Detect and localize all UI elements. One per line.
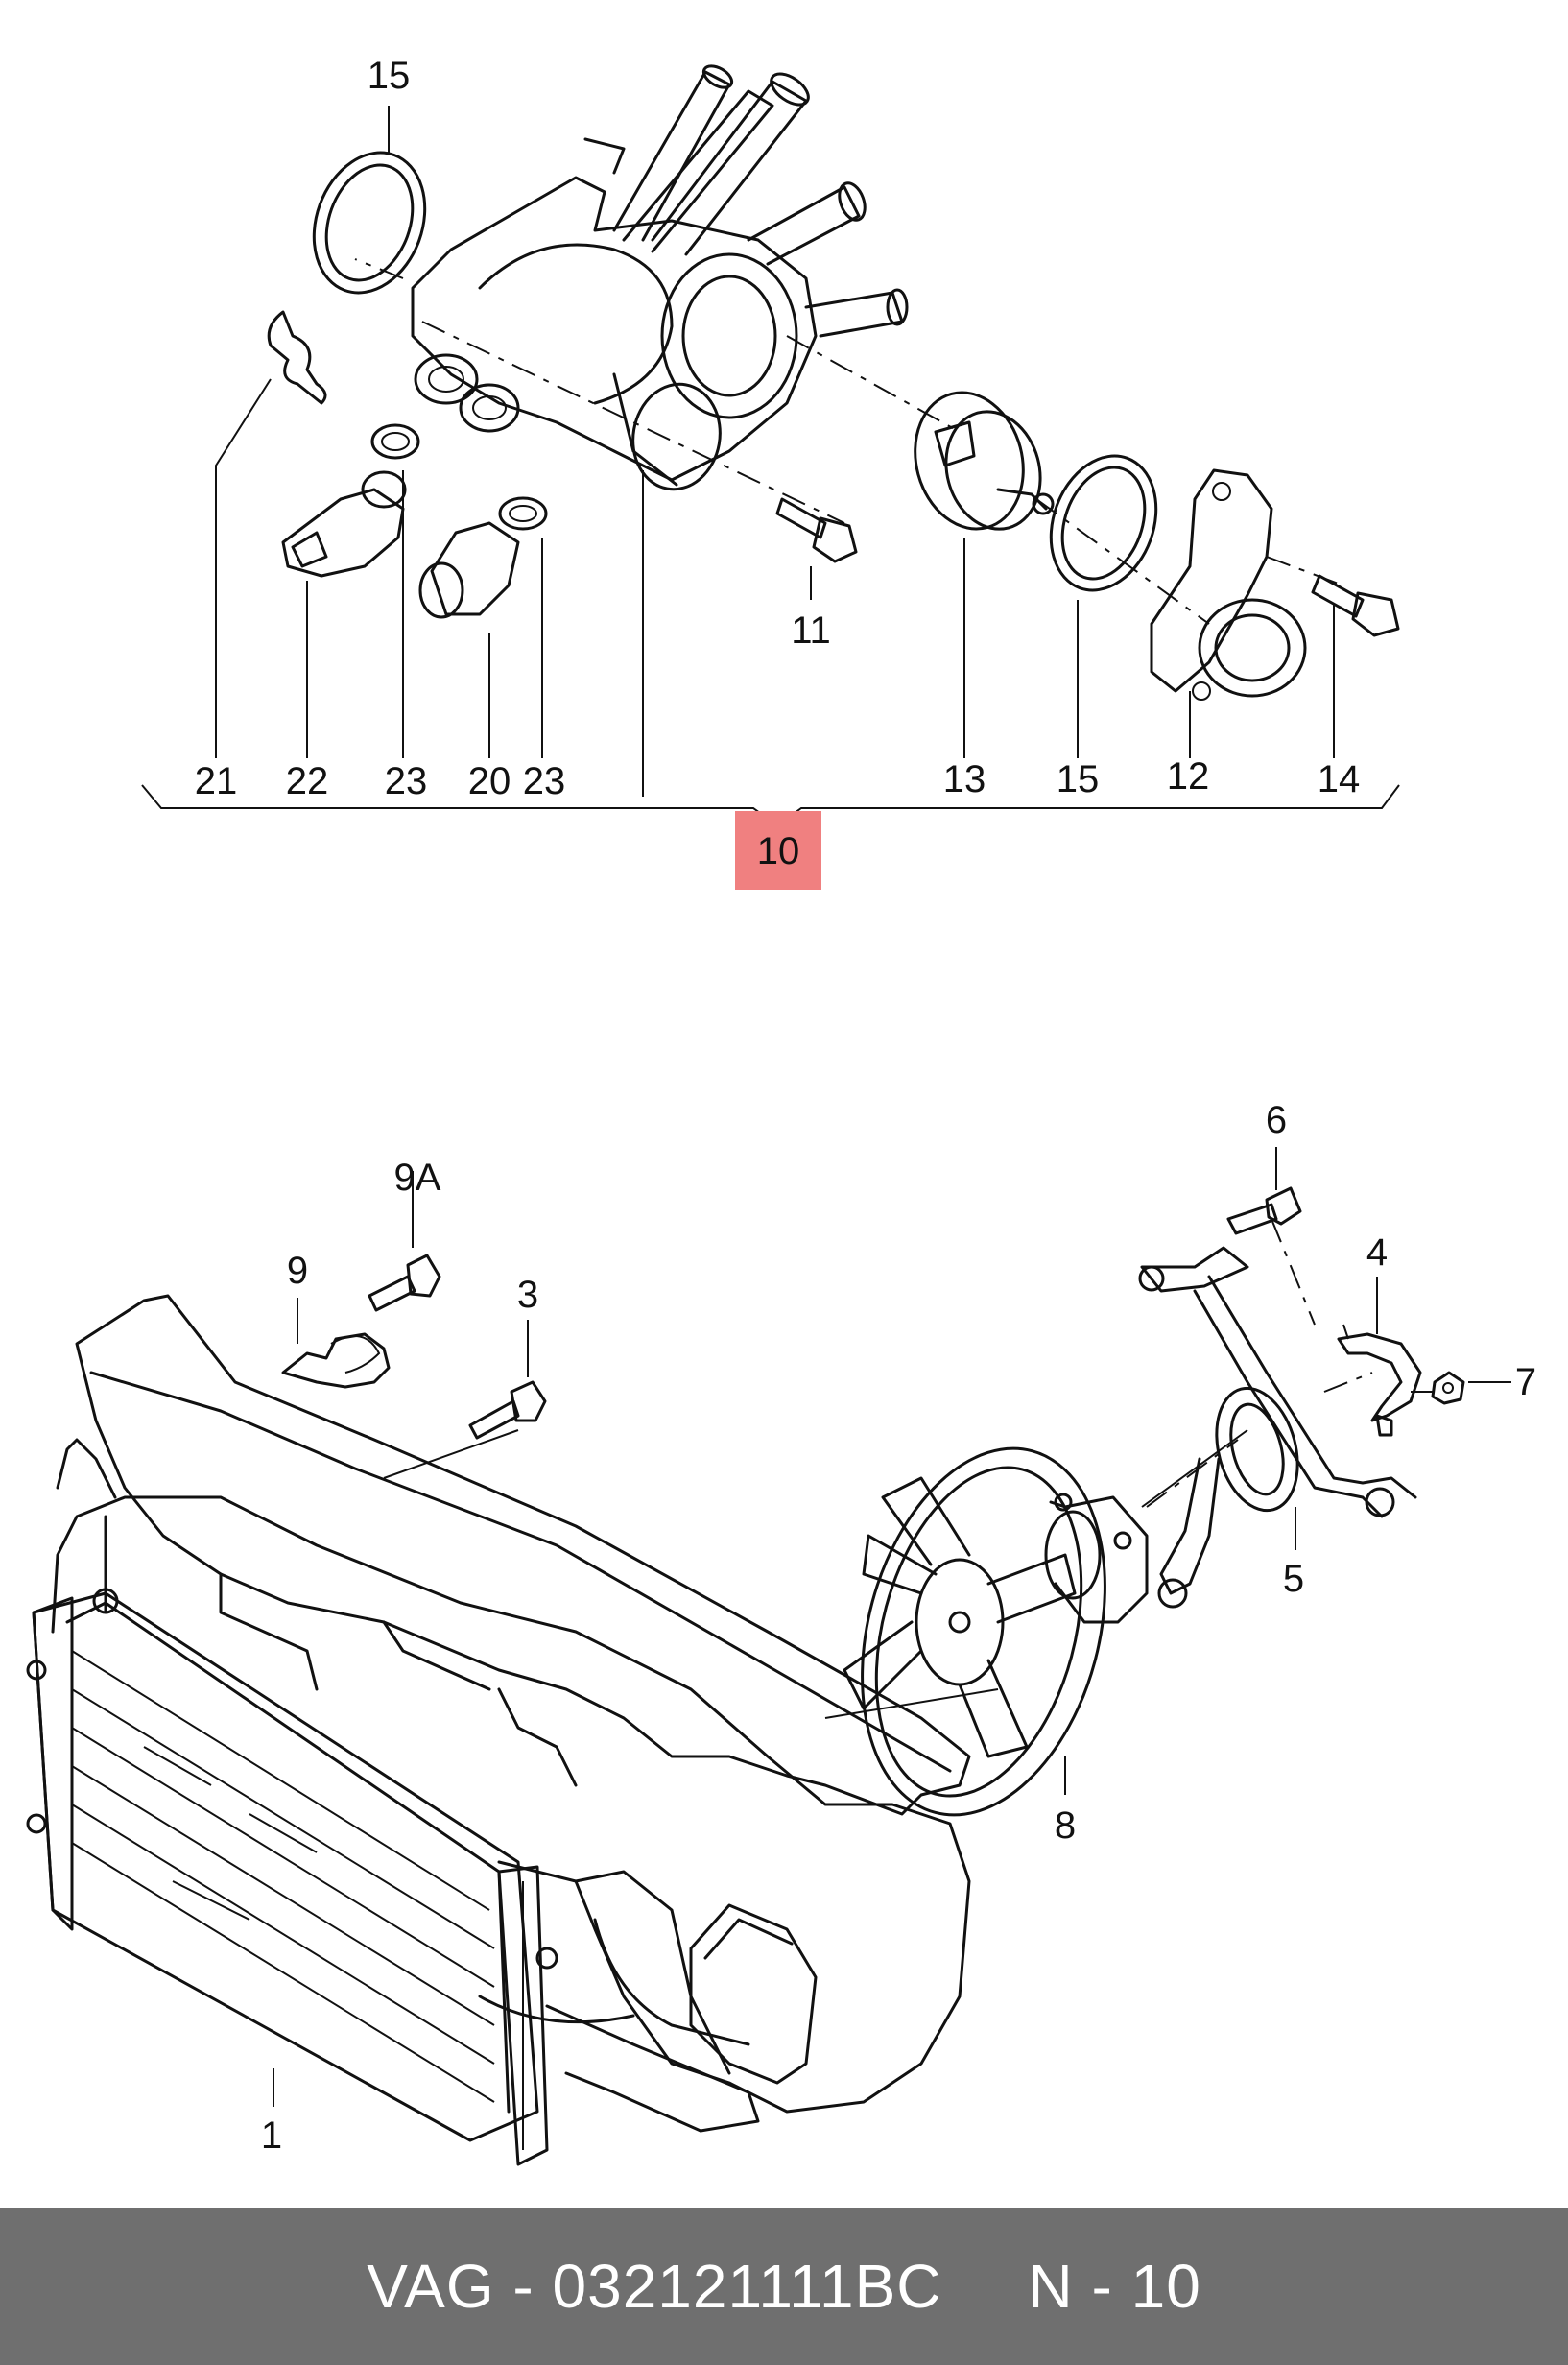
- callout-7: 7: [1515, 1361, 1536, 1403]
- seal-ring-part-23a: [370, 423, 420, 460]
- thermostat-housing-assembly: [312, 64, 909, 491]
- lock-carrier-front-panel: [51, 1294, 971, 2133]
- callout-1: 1: [261, 2114, 282, 2157]
- bolt-part-11: [775, 497, 858, 563]
- callout-20: 20: [468, 760, 511, 802]
- callout-8: 8: [1055, 1804, 1076, 1847]
- coolant-flange-housing: [411, 176, 818, 482]
- seal-ring-part-23b: [498, 496, 548, 531]
- retainer-part-4: [1337, 1332, 1422, 1422]
- bolt-part-6: [1226, 1186, 1302, 1235]
- thermostat-part-13: [914, 391, 1055, 531]
- callout-15b: 15: [1057, 758, 1100, 800]
- retaining-clip-part-9: [281, 1332, 391, 1389]
- part-reference-footer: VAG - 032121111BC N - 10: [0, 2208, 1568, 2365]
- radiator-part-1: [26, 1588, 558, 2166]
- nut-part-7: [1431, 1371, 1465, 1405]
- fan-bracket-part-5: [1138, 1246, 1417, 1609]
- parts-diagram: 15 21 22 23 20 23 11 13 15 12 14 10: [26, 55, 1536, 2166]
- highlight-box-part-10: [735, 811, 821, 890]
- part-reference: VAG - 032121111BC: [367, 2252, 942, 2321]
- callout-6: 6: [1266, 1099, 1287, 1141]
- bolt-part-3: [468, 1380, 547, 1440]
- callout-23a: 23: [385, 760, 428, 802]
- bolt-part-14: [1311, 574, 1400, 637]
- callout-10: 10: [757, 830, 800, 872]
- callout-11: 11: [791, 609, 831, 652]
- callout-12: 12: [1167, 755, 1210, 798]
- callout-3: 3: [517, 1274, 538, 1316]
- retaining-clip-part-21: [267, 310, 327, 405]
- page-reference: N - 10: [1028, 2252, 1201, 2321]
- o-ring-part-15b: [1049, 454, 1158, 592]
- callout-21: 21: [195, 760, 238, 802]
- o-ring-part-15: [312, 151, 427, 295]
- callout-23b: 23: [523, 760, 566, 802]
- callout-13: 13: [943, 758, 986, 800]
- callout-9: 9: [287, 1250, 308, 1292]
- callout-22: 22: [286, 760, 329, 802]
- callout-5: 5: [1283, 1558, 1304, 1600]
- callout-9a: 9A: [394, 1157, 441, 1199]
- temperature-sender-part-22: [281, 470, 407, 578]
- cooling-fan-part-8: [843, 1446, 1149, 1817]
- bolt-part-9a: [368, 1254, 441, 1312]
- coolant-connector-part-12: [1150, 468, 1307, 701]
- bottom-leader-lines: [273, 1147, 1511, 2107]
- callout-14: 14: [1318, 758, 1361, 800]
- callout-15: 15: [368, 55, 411, 97]
- sealing-plug-part-20: [418, 521, 520, 619]
- callout-4: 4: [1366, 1231, 1388, 1274]
